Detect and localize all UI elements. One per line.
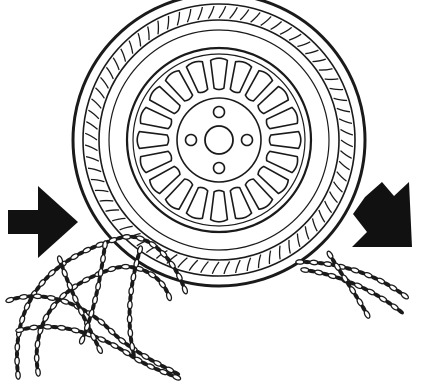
spoke-window xyxy=(137,132,168,149)
chain-link xyxy=(96,345,104,354)
tread-block xyxy=(325,79,339,80)
lug-hole xyxy=(214,107,225,118)
lug-hole xyxy=(214,163,225,174)
spoke-window xyxy=(211,190,228,221)
wheel-rim xyxy=(127,48,311,232)
tread-block xyxy=(100,201,114,202)
tread-block xyxy=(280,246,281,260)
arrow-down-right-icon xyxy=(352,182,412,247)
arrow-right-icon xyxy=(8,186,78,258)
chain-link xyxy=(78,335,85,344)
chain-link xyxy=(166,292,173,301)
lug-hole xyxy=(242,135,253,146)
center-bore xyxy=(205,126,233,154)
lug-hole xyxy=(186,135,197,146)
chain-link xyxy=(397,308,404,315)
spoke-window xyxy=(269,132,300,149)
spoke-window xyxy=(211,58,228,89)
snow-chain-right xyxy=(296,250,410,320)
chain-link xyxy=(363,310,371,319)
tread-block xyxy=(158,21,159,35)
chain-link xyxy=(400,292,409,301)
chain-link xyxy=(181,285,188,294)
